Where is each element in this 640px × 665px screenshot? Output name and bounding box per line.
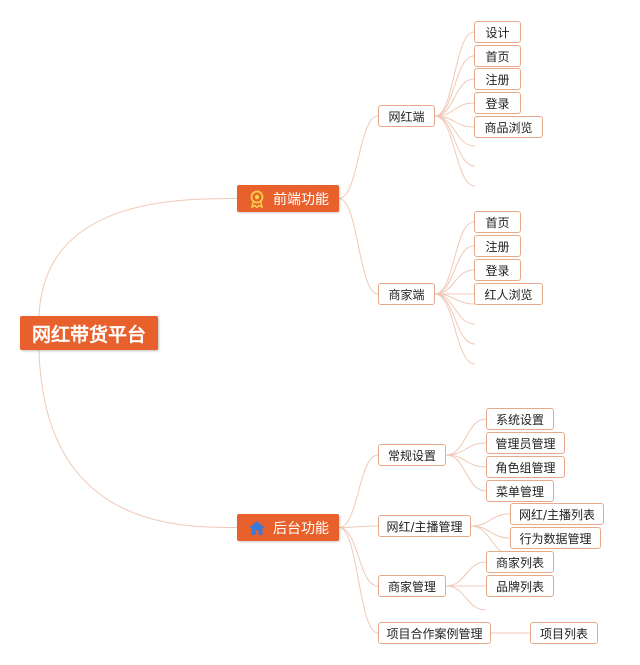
stub-merchant-admin — [445, 585, 487, 611]
stub-merchant-3 — [434, 293, 476, 365]
merchant-admin-item-list[interactable]: 商家列表 — [486, 551, 554, 573]
frontend-title: 前端功能 — [273, 191, 329, 208]
backend-node[interactable]: 后台功能 — [237, 514, 339, 541]
link-merchant-item-home — [434, 221, 475, 295]
stub-influencer-admin — [470, 525, 512, 555]
merchant-admin-item-brand-list[interactable]: 品牌列表 — [486, 575, 554, 597]
influencer-item-product-browse[interactable]: 商品浏览 — [474, 116, 543, 138]
influencer-item-home[interactable]: 首页 — [474, 45, 521, 67]
link-influencer-admin-item-behavior-data — [470, 525, 511, 539]
link-general-item-system-settings — [445, 418, 487, 456]
link-influencer-item-login — [434, 102, 475, 117]
award-ribbon-icon — [250, 190, 264, 208]
influencer-item-register[interactable]: 注册 — [474, 68, 521, 90]
influencer-end-node[interactable]: 网红端 — [378, 105, 435, 127]
link-project-case-management-node — [338, 527, 379, 634]
merchant-end-node[interactable]: 商家端 — [378, 283, 435, 305]
influencer-item-design[interactable]: 设计 — [474, 21, 521, 43]
influencer-admin-item-list[interactable]: 网红/主播列表 — [510, 503, 604, 525]
merchant-management-node[interactable]: 商家管理 — [378, 575, 446, 597]
stub-influencer-1 — [434, 115, 476, 167]
influencer-item-login[interactable]: 登录 — [474, 92, 521, 114]
link-frontend-node — [38, 198, 238, 317]
general-item-menu-management[interactable]: 菜单管理 — [486, 480, 554, 502]
general-item-admin-management[interactable]: 管理员管理 — [486, 432, 565, 454]
link-influencer-end-node — [338, 115, 379, 199]
link-general-settings-node — [338, 454, 379, 528]
link-influencer-admin-item-list — [470, 513, 511, 527]
link-merchant-item-register — [434, 245, 475, 295]
link-merchant-item-login — [434, 269, 475, 295]
link-backend-node — [38, 349, 238, 528]
merchant-item-influencer-browse[interactable]: 红人浏览 — [474, 283, 543, 305]
frontend-node[interactable]: 前端功能 — [237, 185, 339, 212]
link-merchant-admin-item-list — [445, 561, 487, 587]
merchant-item-login[interactable]: 登录 — [474, 259, 521, 281]
root-node[interactable]: 网红带货平台 — [20, 316, 158, 350]
link-influencer-management-node — [338, 525, 379, 528]
link-general-item-admin-management — [445, 442, 487, 456]
stub-influencer-2 — [434, 115, 476, 187]
merchant-item-home[interactable]: 首页 — [474, 211, 521, 233]
merchant-item-register[interactable]: 注册 — [474, 235, 521, 257]
house-icon — [249, 520, 265, 535]
influencer-management-node[interactable]: 网红/主播管理 — [378, 515, 471, 537]
project-item-list[interactable]: 项目列表 — [530, 622, 598, 644]
general-item-system-settings[interactable]: 系统设置 — [486, 408, 554, 430]
link-influencer-item-register — [434, 78, 475, 117]
general-item-role-group-management[interactable]: 角色组管理 — [486, 456, 565, 478]
link-merchant-management-node — [338, 527, 379, 587]
stub-merchant-2 — [434, 293, 476, 345]
project-case-management-node[interactable]: 项目合作案例管理 — [378, 622, 491, 644]
link-influencer-item-design — [434, 31, 475, 117]
link-influencer-item-home — [434, 55, 475, 117]
influencer-admin-item-behavior-data[interactable]: 行为数据管理 — [510, 527, 601, 549]
link-merchant-end-node — [338, 198, 379, 295]
general-settings-node[interactable]: 常规设置 — [378, 444, 446, 466]
link-general-item-menu-management — [445, 454, 487, 492]
backend-title: 后台功能 — [273, 520, 329, 537]
